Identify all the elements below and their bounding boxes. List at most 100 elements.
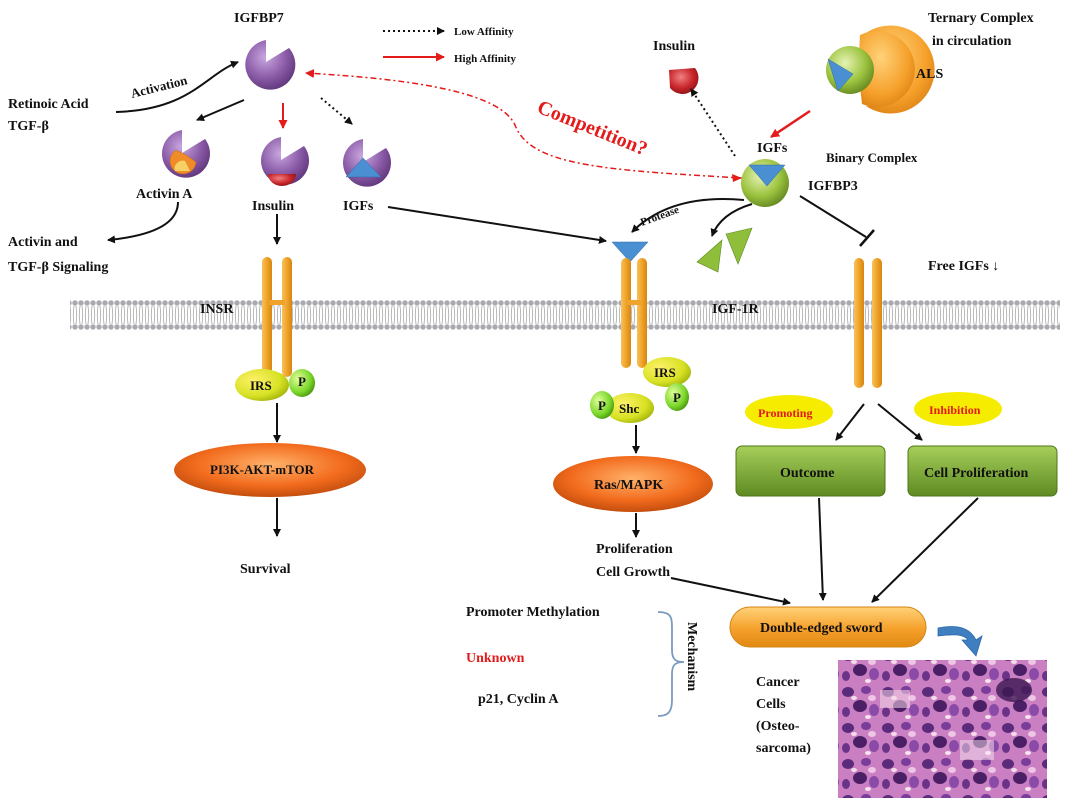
proliferation-to-sword-arrow xyxy=(871,497,979,603)
cancer-label-3: (Osteo- xyxy=(756,719,800,734)
binary-complex-label: Binary Complex xyxy=(826,150,918,165)
p-mid-right-label: P xyxy=(673,390,681,405)
growth-to-sword-arrow xyxy=(670,577,791,606)
cell-proliferation-label: Cell Proliferation xyxy=(924,466,1029,481)
outcome-to-sword-arrow xyxy=(818,497,827,601)
igf1r-ligand-icon xyxy=(611,241,649,263)
sword-to-cancer-arrow xyxy=(937,626,983,657)
igf1r-link xyxy=(627,300,641,305)
ternary-label-1: Ternary Complex xyxy=(928,11,1034,26)
igfs-to-igf1r-arrow xyxy=(387,206,607,244)
competition-label: Competition? xyxy=(534,96,650,160)
right-receptor-right-chain xyxy=(872,258,882,388)
insulin-free-icon xyxy=(669,68,699,94)
activin-signaling-label-1: Activin and xyxy=(8,235,78,250)
irs-left-node xyxy=(235,369,289,401)
p-mid-right-node xyxy=(665,383,689,411)
protease-arrow xyxy=(631,198,745,233)
igfbp3-to-insulin-arrow xyxy=(690,88,736,157)
pi3k-label: PI3K-AKT-mTOR xyxy=(210,462,315,477)
igf1r-left-chain xyxy=(621,258,631,368)
cell-growth-label: Cell Growth xyxy=(596,565,670,580)
igf-bound-icon xyxy=(345,157,382,178)
pi3k-node xyxy=(174,443,366,497)
retinoic-acid-label: Retinoic Acid xyxy=(8,97,89,112)
insr-label: INSR xyxy=(200,302,234,317)
activin-a-label: Activin A xyxy=(136,187,193,202)
survival-label: Survival xyxy=(240,562,291,577)
promoting-highlight xyxy=(745,395,833,429)
right-receptor-left-chain xyxy=(854,258,864,388)
igfbp7-insulin-icon xyxy=(261,137,310,185)
activin-signaling-arrow xyxy=(107,201,179,244)
arrow-to-activin xyxy=(196,99,245,121)
igfbp3-fragment-1-icon xyxy=(696,239,723,273)
inhibition-line xyxy=(799,195,867,238)
p21-label: p21, Cyclin A xyxy=(478,692,559,707)
insulin-left-label: Insulin xyxy=(252,199,294,214)
free-igfs-label: Free IGFs ↓ xyxy=(928,259,999,274)
histology-dark-nucleus xyxy=(996,678,1032,702)
ternary-to-binary-arrow xyxy=(770,109,811,139)
igfbp7-icon xyxy=(245,40,296,90)
promoting-label: Promoting xyxy=(758,406,812,420)
double-edged-sword-label: Double-edged sword xyxy=(760,621,883,636)
insr-left-chain xyxy=(262,257,272,377)
insulin-top-label: Insulin xyxy=(653,39,695,54)
fragment-arrow xyxy=(710,203,753,237)
p-left-label: P xyxy=(298,374,306,389)
ternary-igf-icon xyxy=(827,58,854,92)
histology-highlight-1 xyxy=(880,690,910,708)
activin-signaling-label-2: TGF-β Signaling xyxy=(8,260,108,275)
als-icon xyxy=(866,25,935,114)
cancer-label-2: Cells xyxy=(756,697,786,712)
irs-mid-node xyxy=(643,357,691,387)
als-label: ALS xyxy=(916,67,943,82)
igfbp7-label: IGFBP7 xyxy=(234,11,284,26)
shc-label: Shc xyxy=(619,401,639,416)
receptor-to-proliferation-arrow xyxy=(877,403,923,441)
igfbp3-label: IGFBP3 xyxy=(808,179,858,194)
mechanism-bracket xyxy=(657,611,685,717)
arrow-to-igfs-low xyxy=(320,97,353,125)
promoter-methylation-label: Promoter Methylation xyxy=(466,605,600,620)
legend-low-affinity-label: Low Affinity xyxy=(454,26,514,38)
insulin-bound-icon xyxy=(268,174,296,186)
proliferation-label: Proliferation xyxy=(596,542,673,557)
activation-arrow xyxy=(115,60,239,113)
outcome-box xyxy=(735,445,886,497)
p-mid-left-label: P xyxy=(598,398,606,413)
activin-a-inner-icon xyxy=(174,160,190,171)
binary-igf-icon xyxy=(748,164,786,187)
mechanism-label: Mechanism xyxy=(684,622,699,692)
shc-node xyxy=(606,393,654,423)
competition-arrow-head-right xyxy=(732,174,742,182)
ras-mapk-label: Ras/MAPK xyxy=(594,478,663,493)
ras-mapk-node xyxy=(553,456,713,512)
insr-right-chain xyxy=(282,257,292,377)
double-edged-sword-node xyxy=(729,606,927,648)
irs-left-label: IRS xyxy=(250,378,272,393)
p-left-node xyxy=(289,369,315,397)
inhibition-label: Inhibition xyxy=(929,403,981,417)
ternary-label-2: in circulation xyxy=(932,34,1012,49)
cell-membrane xyxy=(70,300,1060,330)
igfbp3-fragment-2-icon xyxy=(725,227,753,265)
p-mid-left-node xyxy=(590,391,614,419)
outcome-label: Outcome xyxy=(780,466,834,481)
tgf-beta-label: TGF-β xyxy=(8,119,49,134)
inhibition-bar xyxy=(859,229,875,247)
als-body-icon xyxy=(858,31,915,108)
insr-link xyxy=(269,300,285,305)
cell-proliferation-box xyxy=(907,445,1058,497)
competition-arrow xyxy=(305,68,743,179)
receptor-to-outcome-arrow xyxy=(835,403,865,441)
legend-high-affinity-label: High Affinity xyxy=(454,53,517,65)
igf1r-label: IGF-1R xyxy=(712,302,760,317)
histology-highlight-2 xyxy=(960,740,994,760)
unknown-label: Unknown xyxy=(466,651,525,666)
protease-label: Protease xyxy=(639,204,681,229)
cancer-label-4: sarcoma) xyxy=(756,741,811,756)
